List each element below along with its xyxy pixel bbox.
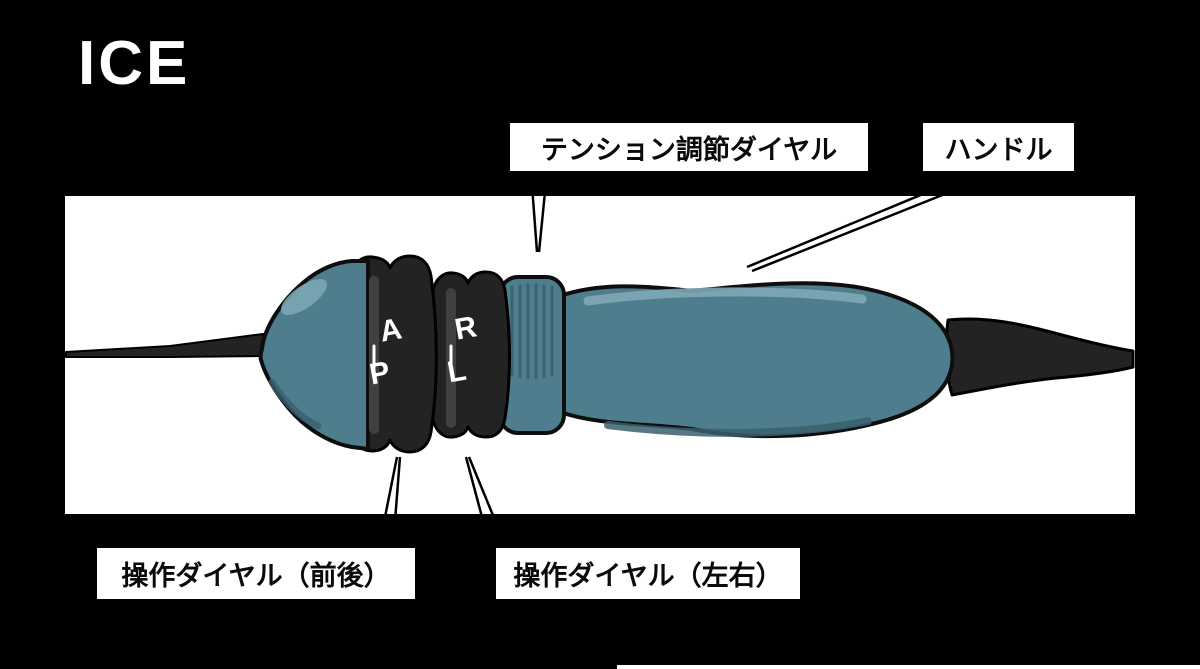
tension-dial-ribs [510, 283, 554, 380]
label-handle: ハンドル [921, 121, 1076, 173]
bottom-edge-line [617, 665, 1200, 669]
label-handle-text: ハンドル [944, 134, 1053, 165]
dial-left-right [425, 270, 511, 439]
label-control-dial-left-right-text: 操作ダイヤル（左右） [513, 561, 783, 591]
nose-cone-highlight [281, 279, 327, 315]
page-title: ICE [78, 29, 191, 98]
label-control-dial-left-right: 操作ダイヤル（左右） [494, 546, 802, 601]
handle-highlight [583, 287, 867, 306]
handle-shadow [604, 417, 872, 437]
label-tension-dial: テンション調節ダイヤル [508, 121, 870, 173]
handle-body [552, 281, 955, 439]
nose-cone-shadow [268, 378, 322, 430]
label-control-dial-front-back-text: 操作ダイヤル（前後） [121, 561, 391, 591]
label-control-dial-front-back: 操作ダイヤル（前後） [95, 546, 417, 601]
leader-line-dial-left-right [464, 456, 508, 548]
strain-relief-tail [944, 317, 1135, 397]
label-tension-dial-text: テンション調節ダイヤル [540, 134, 838, 165]
leader-line-dial-front-back [377, 456, 402, 548]
leader-line-tension-dial [529, 171, 549, 253]
dial-letter-l: L [445, 354, 469, 390]
leader-line-handle [746, 170, 1001, 273]
